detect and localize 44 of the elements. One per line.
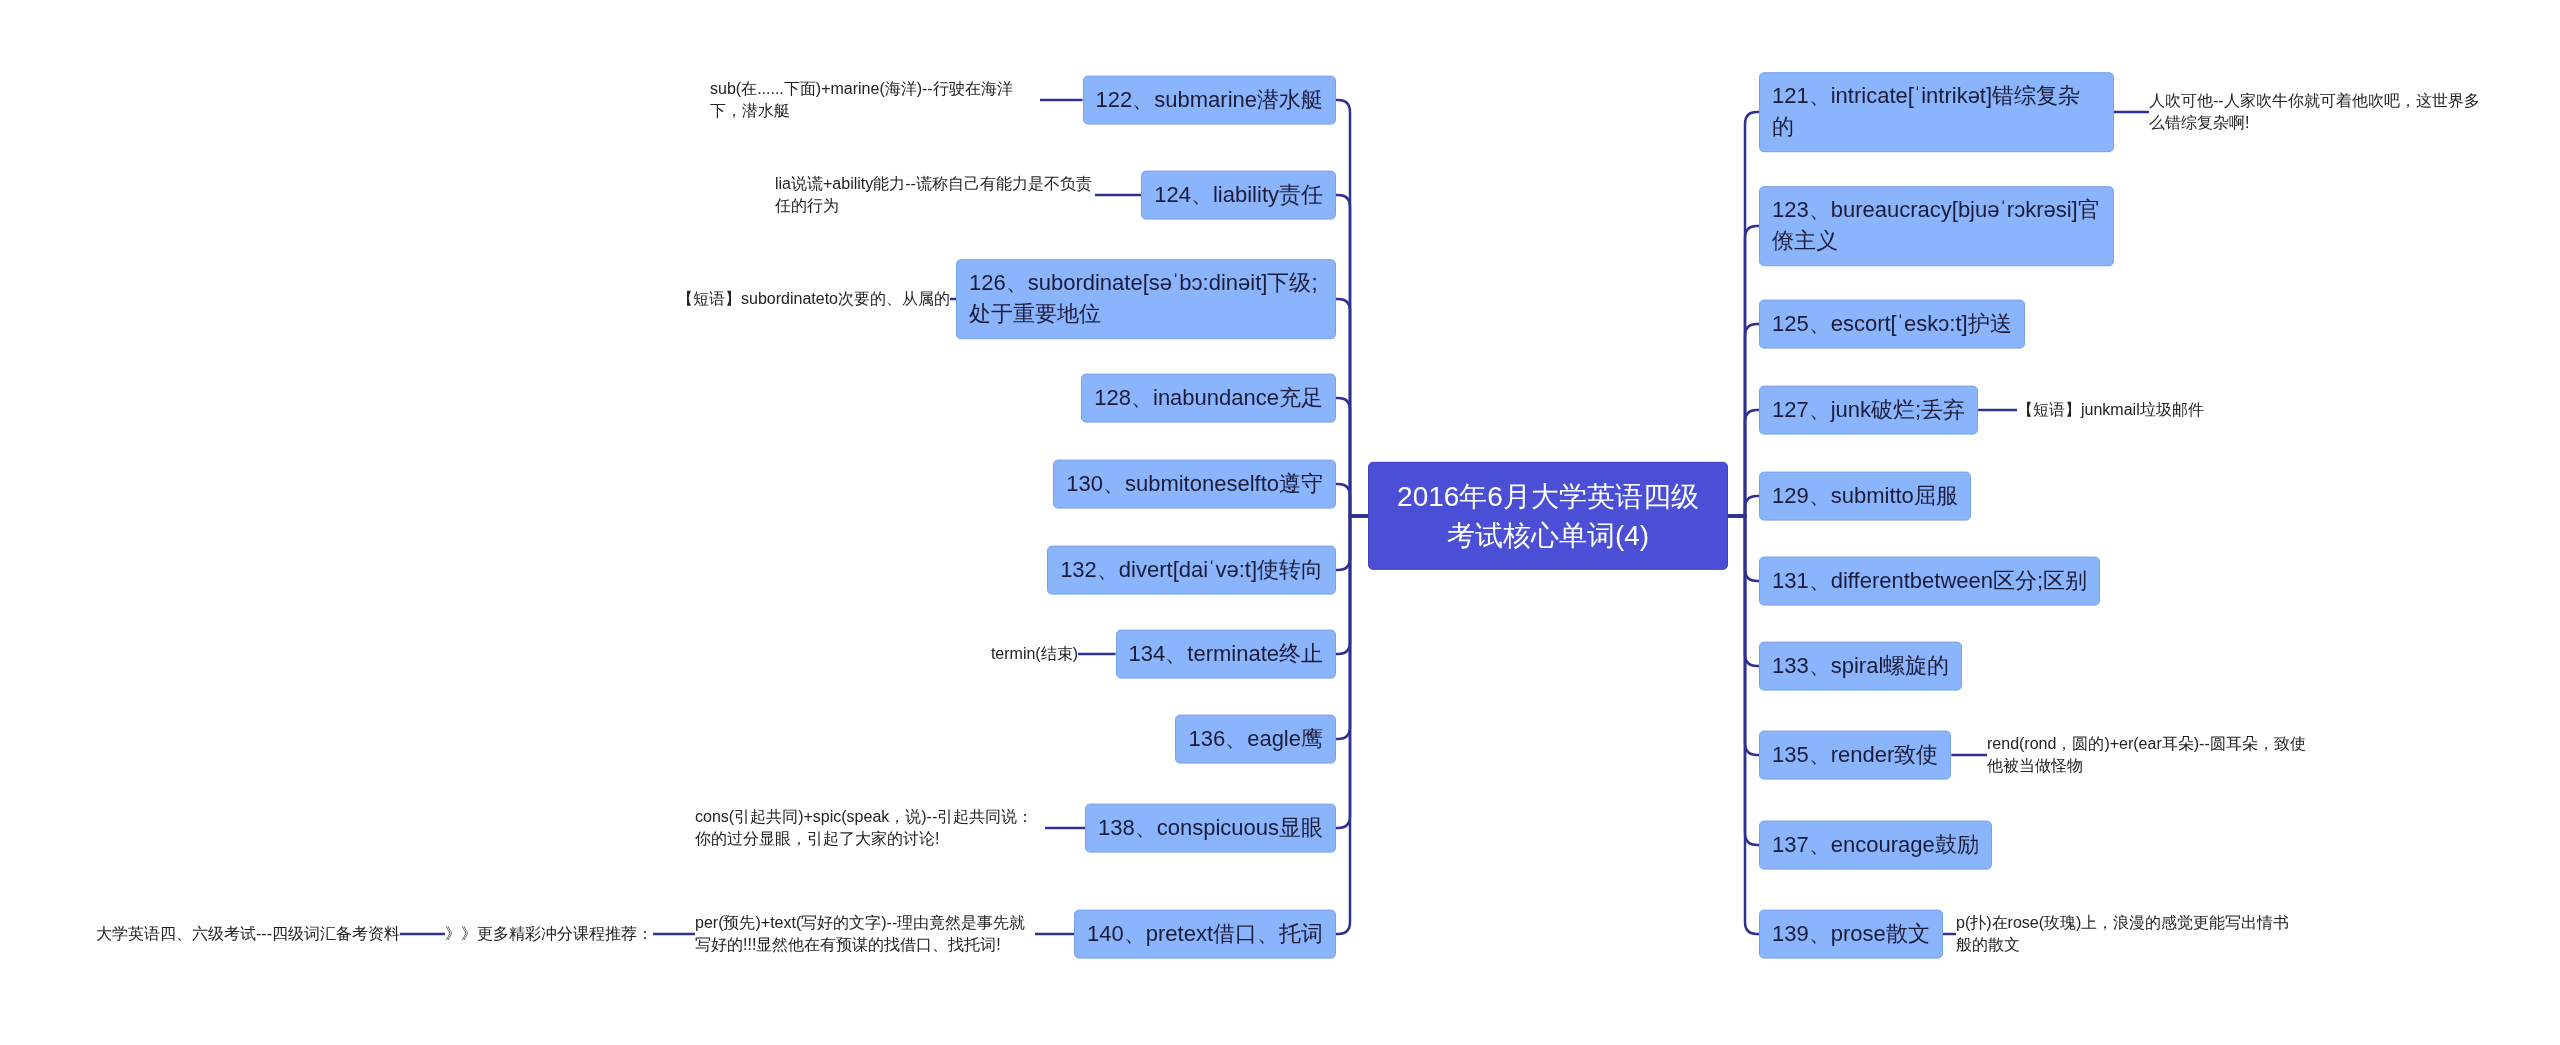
topic-box: 140、pretext借口、托词 <box>1074 909 1336 959</box>
note-text: per(预先)+text(写好的文字)--理由竟然是事先就写好的!!!显然他在有预谋的找借口、找托词! <box>695 911 1035 957</box>
note-text: cons(引起共同)+spic(speak，说)--引起共同说：你的过分显眼，引起了大家的讨论! <box>695 805 1045 851</box>
central-topic: 2016年6月大学英语四级考试核心单词(4) <box>1368 461 1728 571</box>
topic-box: 139、prose散文 <box>1759 909 1943 959</box>
note-text: 人吹可他--人家吹牛你就可着他吹吧，这世界多么错综复杂啊! <box>2149 89 2489 135</box>
topic-box: 127、junk破烂;丢弃 <box>1759 385 1979 435</box>
note-text: 【短语】junkmail垃圾邮件 <box>2017 398 2204 422</box>
topic-box: 124、liability责任 <box>1141 170 1336 220</box>
connector-line <box>1095 193 1142 197</box>
topic-box: 126、subordinate[səˈbɔ:dinəit]下级;处于重要地位 <box>956 259 1336 339</box>
topic-box: 123、bureaucracy[bjuəˈrɔkrəsi]官僚主义 <box>1759 186 2114 266</box>
connector-line <box>2114 110 2149 114</box>
note-text: rend(rond，圆的)+er(ear耳朵)--圆耳朵，致使他被当做怪物 <box>1987 732 2317 778</box>
topic-box: 128、inabundance充足 <box>1081 373 1336 423</box>
note-text: termin(结束) <box>990 642 1078 666</box>
connector-line <box>1951 753 1987 757</box>
connector-line <box>1045 826 1085 830</box>
topic-box: 138、conspicuous显眼 <box>1085 803 1336 853</box>
note-text: p(扑)在rose(玫瑰)上，浪漫的感觉更能写出情书般的散文 <box>1956 911 2296 957</box>
connector-line <box>1078 652 1116 656</box>
topic-box: 121、intricate[ˈintrikət]错综复杂的 <box>1759 72 2114 152</box>
connector-line <box>1335 514 1368 936</box>
connector-line <box>1978 408 2017 412</box>
topic-box: 122、submarine潜水艇 <box>1082 75 1336 125</box>
topic-box: 136、eagle鹰 <box>1175 714 1336 764</box>
note-text: 大学英语四、六级考试---四级词汇备考资料 <box>96 922 400 946</box>
note-text: sub(在......下面)+marine(海洋)--行驶在海洋下，潜水艇 <box>710 77 1040 123</box>
note-text: lia说谎+ability能力--谎称自己有能力是不负责任的行为 <box>775 172 1095 218</box>
topic-box: 132、divert[daiˈvə:t]使转向 <box>1047 545 1336 595</box>
topic-box: 130、submitoneselfto遵守 <box>1053 459 1336 509</box>
note-text: 》》更多精彩冲分课程推荐： <box>445 922 653 946</box>
topic-box: 125、escort[ˈeskɔ:t]护送 <box>1759 299 2025 349</box>
topic-box: 134、terminate终止 <box>1115 629 1336 679</box>
topic-box: 129、submitto屈服 <box>1759 471 1971 521</box>
topic-box: 137、encourage鼓励 <box>1759 820 1992 870</box>
note-text: 【短语】subordinateto次要的、从属的 <box>677 287 950 311</box>
topic-box: 133、spiral螺旋的 <box>1759 641 1963 691</box>
connector-line <box>1040 98 1083 102</box>
topic-box: 131、differentbetween区分;区别 <box>1759 556 2101 606</box>
topic-box: 135、render致使 <box>1759 730 1952 780</box>
connector-line <box>653 932 695 936</box>
connector-line <box>1035 932 1075 936</box>
connector-line <box>400 932 445 936</box>
